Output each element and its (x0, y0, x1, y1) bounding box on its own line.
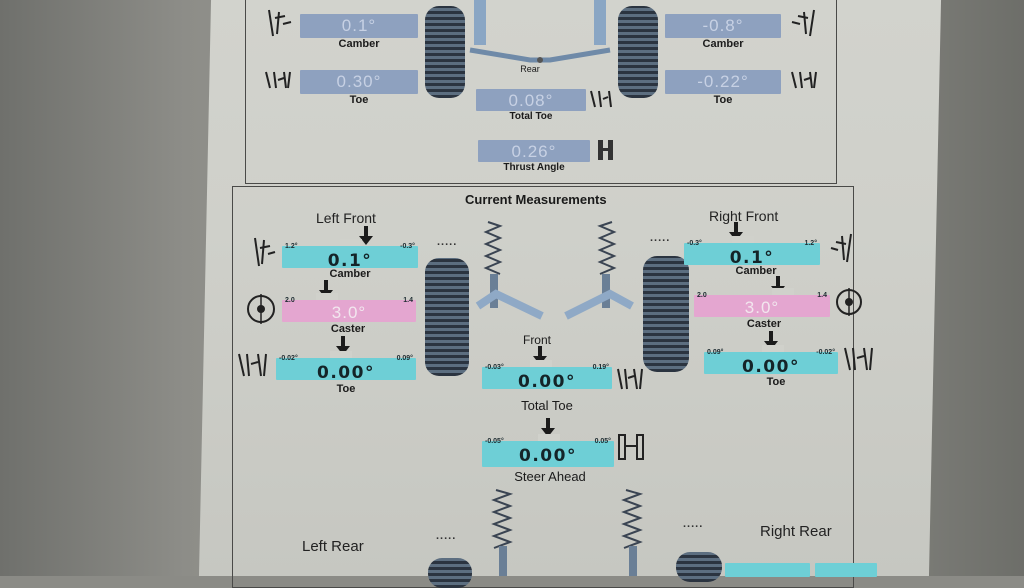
left-caster-bar: 2.0 1.4 3.0° (282, 293, 416, 322)
rear-axle-drawing (469, 0, 611, 63)
front-total-toe-bar: -0.03° 0.19° 0.00° (482, 360, 612, 392)
right-camber-current-value: 0.1° (729, 248, 775, 268)
thrust-angle-value: 0.26° (511, 142, 557, 161)
toe-gauge-icon (588, 88, 616, 115)
left-toe-max: 0.09° (396, 355, 413, 362)
left-front-dots: ..... (437, 236, 458, 248)
camber-gauge-icon (250, 236, 278, 275)
steer-ahead-max: 0.05° (594, 438, 611, 445)
right-toe-label: Toe (713, 94, 733, 106)
rear-bar-partial-left (725, 563, 810, 577)
rear-right-tire (618, 6, 658, 98)
right-camber-max: 1.2° (804, 240, 817, 247)
right-camber-bar: -0.8° (665, 14, 781, 38)
left-toe-label: Toe (349, 94, 369, 106)
right-caster-bar: 2.0 1.4 3.0° (694, 288, 830, 317)
toe-gauge-icon (842, 344, 876, 379)
right-toe-min: 0.09° (707, 349, 724, 356)
left-toe-value: 0.30° (336, 72, 382, 91)
toe-gauge-icon (262, 68, 294, 97)
left-camber-bar: 0.1° (300, 14, 418, 38)
right-caster-max: 1.4 (817, 292, 827, 299)
front-axle-drawing (475, 221, 634, 320)
steer-ahead-arrow (541, 418, 555, 437)
rear-measurements-panel (245, 0, 837, 184)
left-toe-bar: 0.30° (300, 70, 418, 94)
thrust-angle-bar: 0.26° (478, 140, 590, 162)
right-caster-label: Caster (746, 318, 782, 330)
rear-total-toe-label: Total Toe (509, 111, 553, 122)
left-camber-arrow (359, 226, 373, 245)
left-toe-current-label: Toe (336, 383, 356, 395)
camber-gauge-icon (788, 8, 818, 43)
caster-wheel-icon (834, 286, 864, 323)
right-toe-current-value: 0.00° (742, 357, 800, 377)
front-left-tire (425, 258, 469, 376)
left-caster-value: 3.0° (331, 303, 367, 322)
right-toe-current-bar: 0.09° -0.02° 0.00° (704, 345, 838, 377)
toe-gauge-icon (788, 68, 820, 97)
front-right-tire (643, 256, 689, 372)
steer-ahead-bar: -0.05° 0.05° 0.00° (482, 434, 614, 467)
left-caster-label: Caster (330, 323, 366, 335)
thrust-axle-icon (596, 138, 616, 167)
right-rear-title: Right Rear (760, 523, 832, 540)
right-rear-dots: ..... (683, 518, 704, 530)
rear-axle-label: Rear (520, 64, 540, 74)
right-toe-max: -0.02° (816, 349, 835, 356)
right-toe-bar: -0.22° (665, 70, 781, 94)
left-camber-current-value: 0.1° (327, 251, 373, 271)
toe-gauge-icon (615, 365, 645, 398)
rear-right-tire-current (676, 552, 722, 582)
rear-strut-drawing (491, 489, 644, 576)
right-camber-current-label: Camber (735, 265, 777, 277)
right-toe-current-label: Toe (766, 376, 786, 388)
steer-ahead-icon (616, 432, 646, 469)
right-camber-label: Camber (702, 38, 744, 50)
left-camber-current-label: Camber (329, 268, 371, 280)
right-caster-value: 3.0° (744, 298, 780, 317)
left-camber-max: -0.3° (400, 243, 415, 250)
current-measurements-heading: Current Measurements (465, 192, 607, 207)
rear-total-toe-value: 0.08° (508, 91, 554, 110)
rear-bar-partial-right (815, 563, 877, 577)
caster-wheel-icon (244, 292, 278, 331)
right-camber-value: -0.8° (702, 16, 744, 35)
camber-gauge-icon (265, 8, 295, 43)
left-toe-arrow (336, 336, 350, 355)
steer-ahead-label: Steer Ahead (514, 469, 586, 484)
front-total-toe-value: 0.00° (518, 372, 576, 392)
left-front-title: Left Front (316, 210, 376, 226)
front-total-toe-min: -0.03° (485, 364, 504, 371)
right-camber-min: -0.3° (687, 240, 702, 247)
left-camber-current-bar: 1.2° -0.3° 0.1° (282, 239, 418, 271)
steer-ahead-min: -0.05° (485, 438, 504, 445)
steer-ahead-value: 0.00° (519, 446, 577, 466)
left-camber-value: 0.1° (341, 16, 377, 35)
toe-gauge-icon (236, 350, 270, 385)
front-total-toe-max: 0.19° (592, 364, 609, 371)
rear-total-toe-bar: 0.08° (476, 89, 586, 111)
left-camber-label: Camber (338, 38, 380, 50)
rear-left-tire-current (428, 558, 472, 588)
right-toe-value: -0.22° (697, 72, 749, 91)
front-axle-label: Front (522, 333, 551, 347)
front-total-toe-label: Total Toe (521, 398, 573, 413)
thrust-angle-label: Thrust Angle (503, 162, 565, 173)
right-caster-min: 2.0 (697, 292, 707, 299)
left-caster-max: 1.4 (403, 297, 413, 304)
left-toe-min: -0.02° (279, 355, 298, 362)
left-toe-current-value: 0.00° (317, 363, 375, 383)
right-camber-current-bar: -0.3° 1.2° 0.1° (684, 236, 820, 268)
left-rear-title: Left Rear (302, 538, 364, 555)
rear-left-tire (425, 6, 465, 98)
right-front-dots: ..... (650, 232, 671, 244)
right-front-title: Right Front (709, 208, 779, 224)
camber-gauge-icon (828, 232, 856, 271)
left-rear-dots: ..... (436, 530, 457, 542)
left-toe-current-bar: -0.02° 0.09° 0.00° (276, 351, 416, 383)
left-caster-min: 2.0 (285, 297, 295, 304)
left-camber-min: 1.2° (285, 243, 298, 250)
